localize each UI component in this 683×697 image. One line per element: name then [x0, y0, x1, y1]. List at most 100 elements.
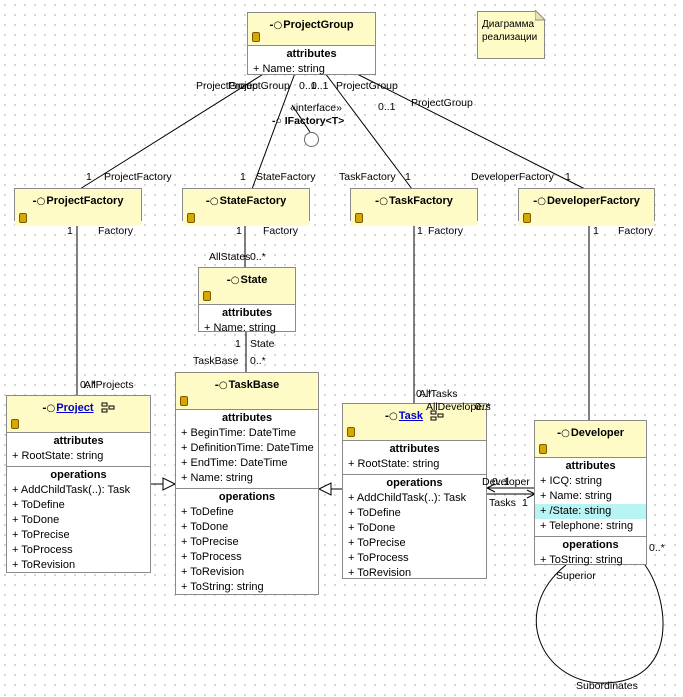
class-header: -○Task [343, 404, 486, 440]
class-task[interactable]: -○Task attributes + RootState: string op… [342, 403, 487, 579]
operation-row: + ToDefine [12, 499, 65, 511]
attribute-row: + BeginTime: DateTime [181, 427, 297, 439]
attribute-row: + Name: string [204, 322, 276, 334]
attributes-section: attributes + Name: string [199, 304, 295, 338]
section-title: operations [386, 477, 443, 489]
attribute-row-selected[interactable]: + /State: string [535, 504, 646, 519]
section-title: attributes [565, 460, 616, 472]
class-developerfactory[interactable]: -○DeveloperFactory [518, 188, 655, 226]
attributes-section: attributes + ICQ: string + Name: string … [535, 457, 646, 536]
attribute-row: + Name: string [181, 472, 253, 484]
label-pg-far: ProjectGroup [411, 97, 473, 109]
interface-lollipop[interactable] [304, 132, 319, 147]
label-df-fac: Factory [618, 225, 654, 237]
class-name: StateFactory [219, 195, 287, 207]
label-developer-role: Developer [482, 476, 530, 488]
label-tf-one: 1 [405, 171, 411, 183]
class-name-link[interactable]: Project [56, 402, 94, 414]
interface-stereotype: «interface» [290, 102, 342, 114]
operation-row: + ToProcess [348, 552, 409, 564]
label-all-tasks-mult: 0..* [416, 388, 432, 400]
label-all-tasks: AllTasks [419, 388, 458, 400]
class-stub-icon: -○ [269, 20, 283, 31]
label-state-one: 1 [235, 338, 241, 350]
label-pg-mult2: 0..1 [311, 80, 329, 92]
label-sf-one: 1 [240, 171, 246, 183]
class-icon [539, 444, 547, 454]
section-title: attributes [221, 412, 273, 424]
class-name: ProjectFactory [46, 195, 124, 207]
label-pg-mult: 0..1 [299, 80, 317, 92]
operation-row: + ToPrecise [181, 536, 239, 548]
class-stub-icon: -○ [32, 196, 46, 207]
operation-row: + ToDone [348, 522, 396, 534]
note-box[interactable]: Диаграмма реализации [477, 11, 545, 59]
operation-row: + ToDefine [181, 506, 234, 518]
operation-row: + ToDefine [348, 507, 401, 519]
class-projectfactory[interactable]: -○ProjectFactory [14, 188, 142, 226]
label-all-developers: AllDevelopers [426, 401, 491, 413]
operation-row: + ToPrecise [12, 529, 70, 541]
class-icon [252, 32, 260, 42]
attribute-row: + Name: string [540, 490, 612, 502]
class-projectgroup[interactable]: -○ProjectGroup attributes + Name: string [247, 12, 376, 75]
class-project[interactable]: -○Project attributes + RootState: string… [6, 395, 151, 573]
label-all-developers-mult: 0..* [475, 401, 491, 413]
label-pf-one: 1 [86, 171, 92, 183]
class-icon [347, 427, 355, 437]
attribute-row: + Telephone: string [540, 520, 634, 532]
component-icon-right [437, 413, 444, 418]
class-state[interactable]: -○State attributes + Name: string [198, 267, 296, 334]
label-superior: Superior [556, 570, 596, 582]
attributes-section: attributes + RootState: string [7, 432, 150, 466]
label-taskbase-mult: 0..* [250, 355, 266, 367]
label-all-projects-mult: 0..* [80, 379, 96, 391]
class-stub-icon: -○ [205, 196, 219, 207]
class-icon [203, 291, 211, 301]
label-sf-fac: Factory [263, 225, 299, 237]
section-title: operations [562, 539, 619, 551]
label-all-states-mult: 0..* [250, 251, 266, 263]
class-taskfactory[interactable]: -○TaskFactory [350, 188, 478, 226]
component-icon-bottom [101, 408, 108, 413]
generalization-arrow-project [162, 477, 177, 491]
operation-row: + ToRevision [348, 567, 412, 579]
class-header: -○State [199, 268, 295, 304]
class-header: -○Developer [535, 421, 646, 457]
class-header: -○ProjectFactory [15, 189, 141, 226]
label-df-one: 1 [565, 171, 571, 183]
label-tf-fac-one: 1 [417, 225, 423, 237]
section-title: attributes [286, 48, 337, 60]
component-icon [430, 410, 444, 421]
label-pg-left2: ProjectGroup [228, 80, 290, 92]
label-all-projects: AllProjects [84, 379, 134, 391]
label-df-role: DeveloperFactory [471, 171, 554, 183]
class-name-link[interactable]: Task [398, 410, 424, 422]
note-line2: реализации [482, 32, 538, 43]
class-stub-icon: -○ [533, 196, 546, 207]
arrowhead-task [485, 483, 496, 493]
class-icon [523, 213, 531, 223]
class-taskbase[interactable]: -○TaskBase attributes + BeginTime: DateT… [175, 372, 319, 595]
class-icon [11, 419, 19, 429]
label-subordinates: Subordinates [576, 680, 638, 692]
label-pf-fac: Factory [98, 225, 134, 237]
label-pg-right-mult: 0..1 [378, 101, 396, 113]
label-sub-mult: 0..* [649, 542, 665, 554]
class-name: DeveloperFactory [546, 195, 640, 207]
class-header: -○StateFactory [183, 189, 309, 226]
label-pg-right: ProjectGroup [336, 80, 398, 92]
class-developer[interactable]: -○Developer attributes + ICQ: string + N… [534, 420, 647, 566]
label-state-role: State [250, 338, 275, 350]
class-header: -○TaskFactory [351, 189, 477, 226]
attributes-section: attributes + Name: string [248, 45, 375, 79]
operation-row: + ToDone [12, 514, 60, 526]
class-stub-icon: -○ [384, 411, 398, 422]
operations-section: operations + ToString: string [535, 536, 646, 570]
component-icon-top [430, 410, 437, 415]
label-df-fac-one: 1 [593, 225, 599, 237]
label-all-states: AllStates [209, 251, 251, 263]
class-stub-icon: -○ [556, 428, 570, 439]
class-statefactory[interactable]: -○StateFactory [182, 188, 310, 226]
